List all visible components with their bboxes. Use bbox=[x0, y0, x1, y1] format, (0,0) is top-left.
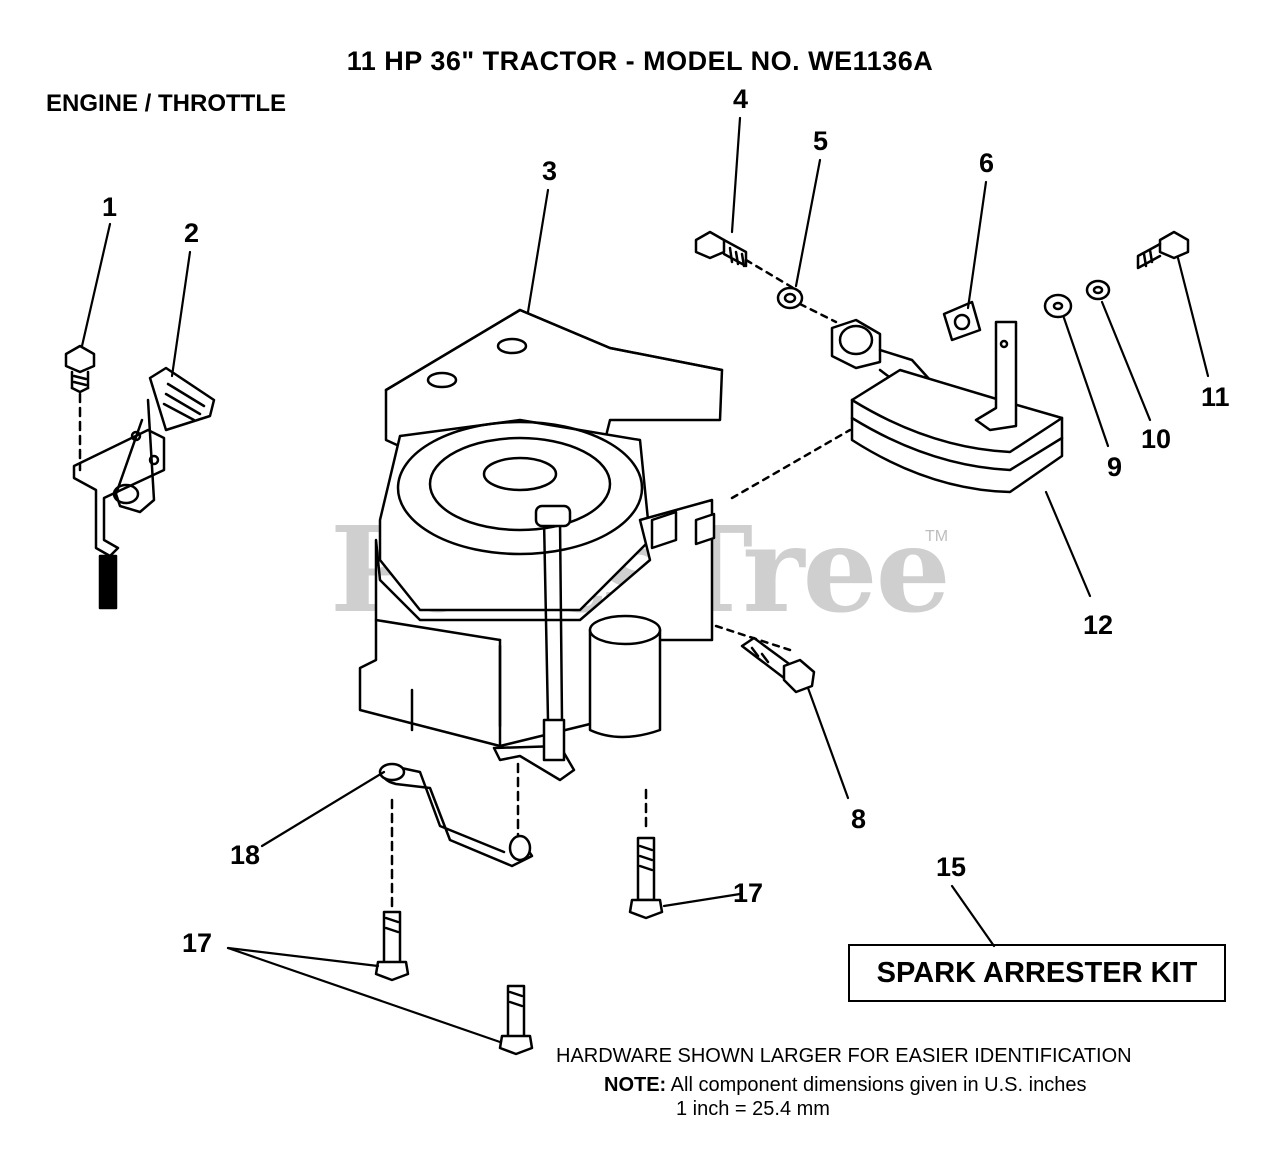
callout-12[interactable]: 12 bbox=[1083, 610, 1114, 640]
part-8-bolt bbox=[740, 636, 816, 694]
part-11-bolt bbox=[1136, 230, 1190, 270]
callout-9[interactable]: 9 bbox=[1107, 452, 1123, 482]
callout-15[interactable]: 15 bbox=[936, 852, 967, 882]
part-17-bolt-c bbox=[498, 984, 534, 1056]
part-6-gasket bbox=[942, 300, 982, 342]
callout-6[interactable]: 6 bbox=[979, 148, 995, 178]
spark-arrester-kit-label: SPARK ARRESTER KIT bbox=[876, 956, 1198, 989]
callout-5[interactable]: 5 bbox=[813, 126, 829, 156]
dimensions-note: NOTE: All component dimensions given in … bbox=[604, 1074, 1086, 1097]
part-5-lock-washer bbox=[776, 286, 838, 324]
note-text: All component dimensions given in U.S. i… bbox=[670, 1074, 1087, 1096]
part-2-throttle-control bbox=[72, 366, 216, 610]
callout-17-a[interactable]: 17 bbox=[733, 878, 764, 908]
callout-4[interactable]: 4 bbox=[733, 84, 749, 114]
spark-arrester-kit-box[interactable]: SPARK ARRESTER KIT bbox=[848, 944, 1226, 1002]
leader-lines bbox=[80, 116, 1210, 1044]
part-18-drain-tube bbox=[378, 762, 534, 868]
callout-8[interactable]: 8 bbox=[851, 804, 867, 834]
diagram-title: 11 HP 36" TRACTOR - MODEL NO. WE1136A bbox=[346, 46, 934, 76]
part-10-lock-washer bbox=[1085, 279, 1111, 301]
part-17-bolt-b bbox=[374, 798, 410, 982]
callout-2[interactable]: 2 bbox=[184, 218, 200, 248]
callout-18[interactable]: 18 bbox=[230, 840, 261, 870]
note-label: NOTE: bbox=[604, 1074, 667, 1096]
part-9-flat-washer bbox=[1043, 293, 1073, 319]
part-17-bolt-a bbox=[628, 788, 664, 920]
part-1-screw bbox=[64, 344, 96, 394]
part-12-muffler bbox=[714, 318, 1064, 652]
callout-3[interactable]: 3 bbox=[542, 156, 558, 186]
callout-10[interactable]: 10 bbox=[1141, 424, 1172, 454]
hardware-note: HARDWARE SHOWN LARGER FOR EASIER IDENTIF… bbox=[556, 1045, 1132, 1067]
watermark-tm: TM bbox=[925, 528, 949, 545]
conversion-note: 1 inch = 25.4 mm bbox=[676, 1098, 830, 1120]
callout-17-b[interactable]: 17 bbox=[182, 928, 213, 958]
part-4-bolt bbox=[694, 230, 802, 294]
callout-11[interactable]: 11 bbox=[1201, 382, 1230, 412]
callout-1[interactable]: 1 bbox=[102, 192, 118, 222]
section-title: ENGINE / THROTTLE bbox=[46, 90, 286, 117]
part-3-engine bbox=[358, 308, 724, 782]
